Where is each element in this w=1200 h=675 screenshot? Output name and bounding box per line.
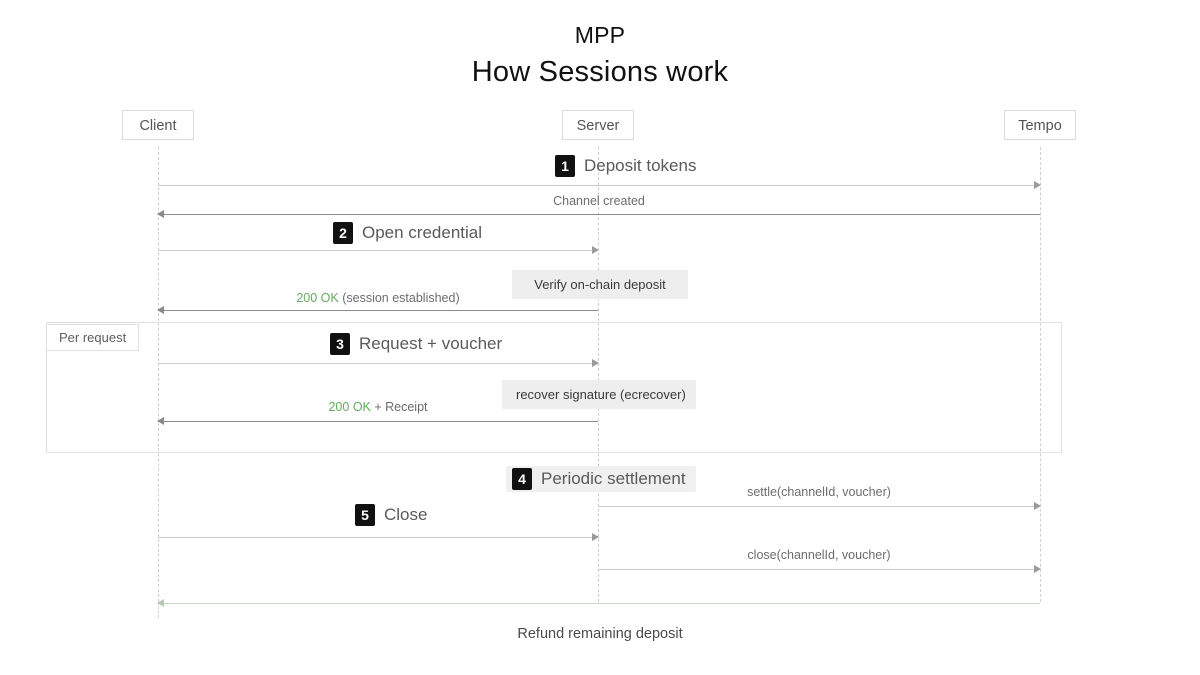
arrow-close-call [598, 565, 1041, 573]
step-1-label: 1 Deposit tokens [555, 155, 696, 177]
step-5-badge: 5 [355, 504, 375, 526]
arrowhead-left-icon [157, 599, 164, 607]
step-2-badge: 2 [333, 222, 353, 244]
arrow-refund-remaining-deposit [157, 599, 1040, 607]
loop-frame-per-request [46, 322, 1062, 453]
status-detail: + Receipt [370, 400, 428, 414]
step-1-badge: 1 [555, 155, 575, 177]
step-4-text: Periodic settlement [541, 469, 686, 488]
note-recover-signature: recover signature (ecrecover) [502, 380, 696, 409]
arrowhead-right-icon [592, 533, 599, 541]
arrow-channel-created [157, 210, 1040, 218]
label-channel-created: Channel created [553, 194, 645, 208]
step-1-text: Deposit tokens [584, 156, 697, 175]
participant-server-label: Server [576, 118, 620, 134]
arrowhead-right-icon [592, 246, 599, 254]
participant-tempo[interactable]: Tempo [1004, 110, 1076, 140]
arrow-request-voucher [158, 359, 599, 367]
participant-tempo-label: Tempo [1018, 118, 1062, 134]
arrowhead-right-icon [1034, 502, 1041, 510]
arrowhead-left-icon [157, 417, 164, 425]
arrowhead-right-icon [592, 359, 599, 367]
loop-frame-label: Per request [46, 324, 140, 351]
lifeline-server [598, 147, 599, 602]
label-session-established: 200 OK (session established) [158, 291, 598, 305]
footer-caption: Refund remaining deposit [517, 626, 683, 642]
lifeline-client-green [158, 602, 159, 618]
brand-title: MPP [574, 22, 626, 48]
arrowhead-right-icon [1034, 181, 1041, 189]
status-code-200: 200 OK [328, 400, 371, 414]
label-receipt: 200 OK + Receipt [158, 400, 598, 414]
step-5-label: 5 Close [355, 504, 427, 526]
participant-server[interactable]: Server [562, 110, 634, 140]
arrowhead-left-icon [157, 210, 164, 218]
note-verify-on-chain-deposit: Verify on-chain deposit [512, 270, 688, 299]
step-2-text: Open credential [362, 223, 483, 242]
arrow-session-established [157, 306, 598, 314]
lifeline-client [158, 147, 159, 602]
status-detail: (session established) [338, 291, 460, 305]
arrowhead-right-icon [1034, 565, 1041, 573]
participant-client-label: Client [139, 118, 177, 134]
step-4-badge: 4 [512, 468, 532, 490]
label-settle-call: settle(channelId, voucher) [747, 485, 891, 499]
lifeline-tempo [1040, 147, 1041, 602]
status-code-200: 200 OK [296, 291, 339, 305]
label-close-call: close(channelId, voucher) [747, 548, 891, 562]
arrow-deposit-tokens [158, 181, 1041, 189]
step-3-label: 3 Request + voucher [330, 333, 502, 355]
page-title: How Sessions work [471, 56, 729, 88]
step-5-text: Close [384, 505, 428, 524]
arrow-open-credential [158, 246, 599, 254]
participant-client[interactable]: Client [122, 110, 194, 140]
step-2-label: 2 Open credential [333, 222, 482, 244]
step-3-text: Request + voucher [359, 334, 503, 353]
step-4-label: 4 Periodic settlement [506, 466, 696, 492]
arrow-receipt [157, 417, 598, 425]
step-3-badge: 3 [330, 333, 350, 355]
arrowhead-left-icon [157, 306, 164, 314]
arrow-settle [598, 502, 1041, 510]
arrow-close [158, 533, 599, 541]
